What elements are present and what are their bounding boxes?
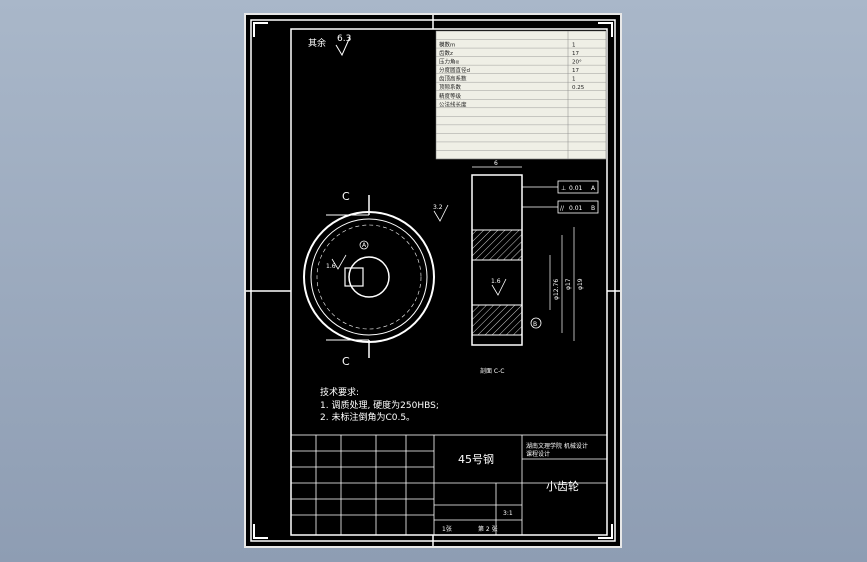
tol1-value: 0.01 bbox=[569, 185, 583, 192]
gear-table-param-value: 17 bbox=[572, 68, 579, 74]
gear-table-background bbox=[435, 30, 607, 160]
project-name: 课程设计 bbox=[526, 450, 550, 458]
tech-requirement-2: 2. 未标注倒角为C0.5。 bbox=[320, 411, 415, 423]
gear-table-param-value: 0.25 bbox=[572, 85, 585, 91]
drawing-sheet: 其余 6.3 模数m 1 齿数z 17 压力角α 20° 分度圆直径d 17 齿顶高系数 1 顶隙系… bbox=[244, 13, 622, 548]
tolerance-frame-2 bbox=[557, 200, 599, 214]
dim-bore: φ17 bbox=[565, 278, 572, 290]
sheet-number: 第 2 张 bbox=[478, 525, 498, 533]
roughness-symbol bbox=[335, 36, 351, 57]
gear-table-param-name: 模数m bbox=[439, 41, 455, 49]
top-roughness: 3.2 bbox=[433, 204, 443, 211]
keyway-roughness-symbol bbox=[331, 254, 347, 270]
sheet-count: 1张 bbox=[442, 525, 452, 533]
cut-label-bottom: C bbox=[342, 355, 350, 368]
datum-balloon-b bbox=[530, 317, 542, 329]
gear-table-param-name: 压力角α bbox=[439, 58, 460, 66]
part-name: 小齿轮 bbox=[546, 479, 579, 493]
gear-table-param-value: 1 bbox=[572, 77, 576, 83]
gear-root-circle bbox=[310, 218, 428, 336]
general-roughness: 其余 6.3 bbox=[308, 34, 351, 57]
section-label: 剖面 C-C bbox=[480, 367, 504, 375]
tol2-value: 0.01 bbox=[569, 205, 583, 212]
center-marks bbox=[246, 15, 620, 546]
tech-requirements-title: 技术要求: bbox=[320, 386, 359, 398]
corner-marks bbox=[253, 22, 613, 539]
section-datum-label: B bbox=[533, 321, 537, 328]
gear-outer-circle bbox=[303, 211, 435, 343]
keyway bbox=[344, 267, 364, 287]
tol1-symbol: ⊥ bbox=[561, 185, 566, 192]
keyway-roughness: 1.6 bbox=[326, 263, 336, 270]
bore-roughness-symbol bbox=[491, 278, 507, 296]
dim-hub: φ12.76 bbox=[553, 279, 560, 300]
hatch-top bbox=[471, 229, 523, 261]
scale: 3:1 bbox=[503, 510, 513, 517]
dim-outer: φ19 bbox=[577, 278, 584, 290]
drawing-canvas: 其余 6.3 模数m 1 齿数z 17 压力角α 20° 分度圆直径d 17 齿顶高系数 1 顶隙系… bbox=[246, 15, 620, 546]
width-dim-value: 6 bbox=[494, 160, 498, 167]
gear-table-param-value: 20° bbox=[572, 60, 582, 66]
tech-requirement-1: 1. 调质处理, 硬度为250HBS; bbox=[320, 399, 439, 411]
tolerance-frame-1 bbox=[557, 180, 599, 194]
front-view bbox=[303, 195, 435, 358]
gear-table-param-name: 公法线长度 bbox=[439, 100, 467, 108]
material: 45号钢 bbox=[458, 453, 494, 466]
roughness-general-value: 6.3 bbox=[337, 34, 351, 44]
gear-parameter-table: 模数m 1 齿数z 17 压力角α 20° 分度圆直径d 17 齿顶高系数 1 顶隙系数 0.25 精度… bbox=[435, 30, 607, 160]
title-block bbox=[290, 434, 608, 536]
gear-bore-circle bbox=[348, 256, 390, 298]
datum-balloon-a bbox=[359, 240, 369, 250]
gear-table-param-name: 精度等级 bbox=[439, 92, 462, 100]
hatch-bottom bbox=[471, 304, 523, 336]
front-datum-label: A bbox=[362, 242, 367, 249]
gear-table-param-name: 分度圆直径d bbox=[439, 66, 470, 74]
cut-label-top: C bbox=[342, 190, 350, 203]
gear-hub-circle bbox=[316, 224, 422, 330]
tol2-datum: B bbox=[591, 205, 595, 212]
section-view bbox=[433, 166, 599, 346]
gear-table-param-name: 齿顶高系数 bbox=[439, 75, 467, 83]
bore-roughness: 1.6 bbox=[491, 278, 501, 285]
roughness-general-label: 其余 bbox=[308, 37, 326, 49]
top-roughness-symbol bbox=[433, 204, 449, 222]
tol1-datum: A bbox=[591, 185, 596, 192]
tol2-symbol: // bbox=[560, 205, 565, 212]
gear-table-param-name: 顶隙系数 bbox=[439, 83, 462, 91]
gear-table-param-value: 17 bbox=[572, 51, 579, 57]
gear-table-param-name: 齿数z bbox=[439, 49, 453, 57]
school-name: 湖南文理学院 机械设计 bbox=[526, 442, 588, 450]
gear-table-param-value: 1 bbox=[572, 43, 576, 49]
